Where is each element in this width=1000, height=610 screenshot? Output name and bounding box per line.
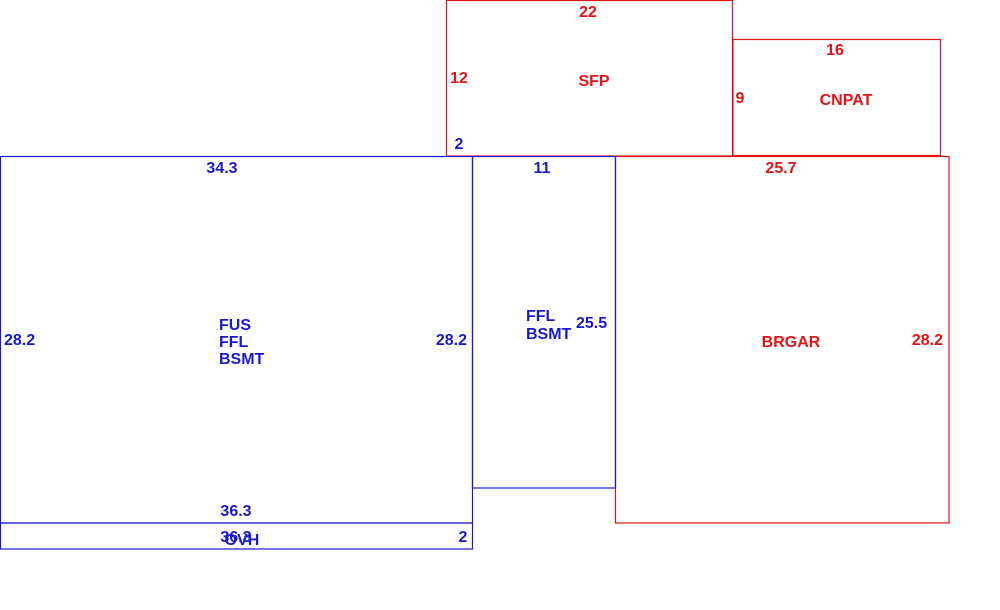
main-dim-bottom: 36.3 — [220, 503, 251, 520]
main-dim-left: 28.2 — [4, 332, 35, 349]
main-name-line-2: FFL — [219, 334, 249, 351]
middle-dim-top: 11 — [534, 160, 551, 177]
main-dim-right: 28.2 — [436, 332, 467, 349]
ovh-outline — [0, 522, 474, 550]
middle-dim-right: 25.5 — [576, 315, 607, 332]
main-dim-top: 34.3 — [206, 160, 237, 177]
cnpat-outline — [732, 38, 942, 157]
sfp-dim-left: 12 — [450, 70, 468, 87]
main-name-line-3: BSMT — [219, 351, 265, 368]
cnpat-dim-top: 16 — [826, 42, 844, 59]
brgar-dim-right: 28.2 — [912, 332, 943, 349]
sfp-name: SFP — [578, 73, 609, 90]
brgar-dim-top: 25.7 — [765, 160, 796, 177]
middle-area-outline — [471, 155, 617, 489]
cnpat-name: CNPAT — [820, 92, 873, 109]
middle-name-line-1: FFL — [526, 308, 556, 325]
sfp-dim-top: 22 — [579, 4, 597, 21]
brgar-name: BRGAR — [762, 334, 821, 351]
ovh-dim-length: 36.3 — [220, 529, 251, 546]
ovh-name: OVH — [225, 532, 260, 549]
middle-name-line-2: BSMT — [526, 326, 572, 343]
main-name-line-1: FUS — [219, 317, 251, 334]
ovh-dim-depth: 2 — [459, 529, 468, 546]
sfp-dim-offset: 2 — [455, 136, 464, 153]
cnpat-dim-left: 9 — [736, 90, 745, 107]
